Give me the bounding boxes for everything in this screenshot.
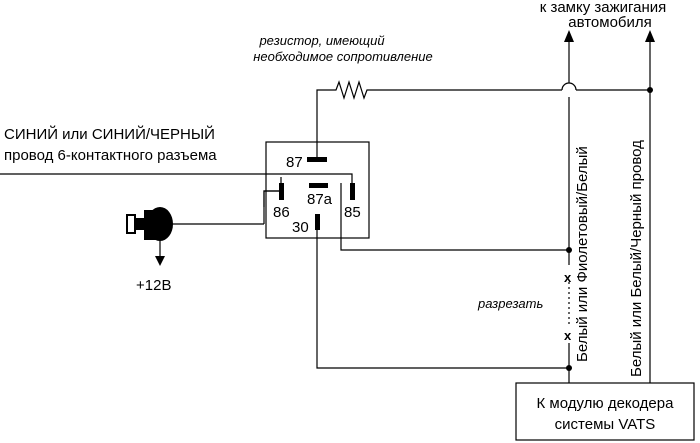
pin-86-wire-link <box>263 190 281 224</box>
pin-30-label: 30 <box>292 219 309 236</box>
ignition-label-line1: к замку зажигания <box>540 0 667 16</box>
cut-label: разрезать <box>477 296 543 311</box>
pin-87a-contact <box>309 183 328 188</box>
connector-feed-wire <box>172 191 264 224</box>
violet-arrow-icon <box>564 30 574 42</box>
resistor-icon <box>332 79 372 101</box>
cut-mark-bottom: x <box>564 328 572 343</box>
ignition-label-line2: автомобиля <box>568 14 652 31</box>
resistor-label-line2: необходимое сопротивление <box>253 49 432 64</box>
pin-87-label: 87 <box>286 154 303 171</box>
pin-30-contact <box>315 214 320 230</box>
pin-87a-label: 87a <box>307 191 333 208</box>
module-label-line1: К модулю декодера <box>537 395 675 412</box>
pin-85-label: 85 <box>344 204 361 221</box>
pin-86-label: 86 <box>273 204 290 221</box>
ignition-arrow-icon <box>645 30 655 42</box>
blue-wire-line <box>0 173 353 183</box>
pin-85-to-violet-wire <box>340 183 569 251</box>
wire-crossover-hop <box>561 82 577 91</box>
power-label: +12В <box>136 277 171 294</box>
violet-wire-label: Белый или Фиолетовый/Белый <box>574 146 591 362</box>
resistor-label-line1: резистор, имеющий <box>258 33 384 48</box>
pin-85-contact <box>350 183 355 200</box>
pin-30-wire <box>316 230 569 369</box>
blue-wire-label-line2: провод 6-контактного разъема <box>4 147 217 164</box>
pin-87-contact <box>307 157 327 162</box>
decoder-module-box <box>515 382 695 441</box>
blue-wire-label-line1: СИНИЙ или СИНИЙ/ЧЕРНЫЙ <box>4 125 215 143</box>
plug-connector-icon <box>126 207 264 266</box>
pin-87-wire <box>316 89 332 157</box>
cut-mark-top: x <box>564 270 572 285</box>
black-wire-label: Белый или Белый/Черный провод <box>628 140 645 377</box>
junction-dot-bottom <box>566 365 572 371</box>
module-label-line2: системы VATS <box>555 416 656 433</box>
